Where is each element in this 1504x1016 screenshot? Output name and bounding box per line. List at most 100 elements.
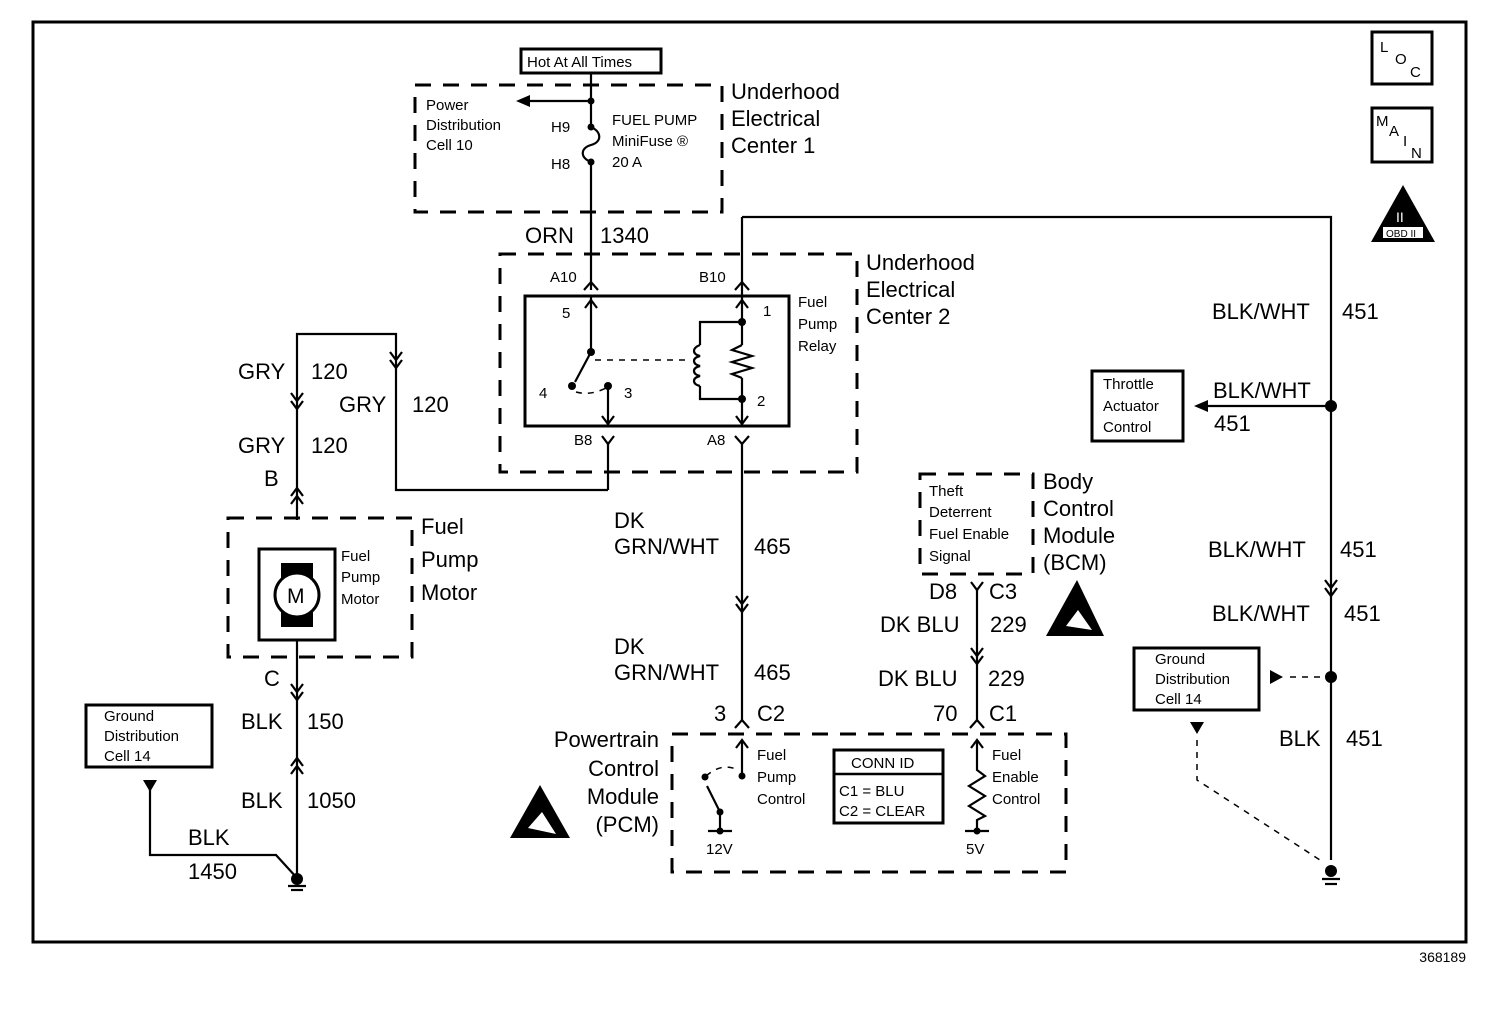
svg-text:Powertrain: Powertrain	[554, 727, 659, 752]
svg-text:Distribution: Distribution	[426, 117, 501, 134]
pin-b8: B8	[574, 432, 592, 449]
bcm-title: Body Control Module (BCM)	[1043, 469, 1115, 575]
svg-text:Control: Control	[1043, 496, 1114, 521]
power-distribution-label: Power Distribution Cell 10	[426, 97, 501, 154]
blk-wire-color: BLK	[241, 788, 283, 813]
fuel-pump-relay	[523, 294, 791, 428]
terminal-4: 4	[539, 385, 547, 402]
svg-text:Underhood: Underhood	[866, 250, 975, 275]
svg-text:Deterrent: Deterrent	[929, 504, 992, 521]
svg-text:Fuel: Fuel	[757, 747, 786, 764]
svg-text:Pump: Pump	[341, 569, 380, 586]
connector-c: C	[264, 666, 280, 691]
pin-a8: A8	[707, 432, 725, 449]
fuel-pump-relay-label: Fuel Pump Relay	[798, 294, 837, 355]
fuel-pump-control-switch	[701, 738, 749, 835]
svg-text:I: I	[1403, 133, 1407, 150]
uec2-box	[498, 252, 859, 474]
fuel-pump-fuse-label: FUEL PUMP MiniFuse ® 20 A	[612, 112, 697, 171]
main-icon[interactable]: M A I N	[1370, 106, 1434, 164]
terminal-3: 3	[624, 385, 632, 402]
fuel-pump-motor: M	[257, 547, 337, 642]
wire-circuit: 451	[1340, 537, 1377, 562]
gry-wire-color: GRY	[238, 433, 286, 458]
svg-text:C1 = BLU: C1 = BLU	[839, 783, 904, 800]
pcm-connector-c1: C1	[989, 701, 1017, 726]
terminal-2: 2	[757, 393, 765, 410]
svg-text:MiniFuse ®: MiniFuse ®	[612, 133, 688, 150]
pcm-connector-c2: C2	[757, 701, 785, 726]
wire-orn-color: ORN	[525, 223, 574, 248]
throttle-actuator-control[interactable]: Throttle Actuator Control	[1090, 369, 1185, 443]
blk-wht-inline-connector	[1324, 579, 1338, 598]
pcm-pin-70: 70	[933, 701, 957, 726]
svg-text:Theft: Theft	[929, 483, 964, 500]
dk-blu-wire	[969, 581, 985, 729]
svg-text:Relay: Relay	[798, 338, 837, 355]
wire-circuit: 451	[1342, 299, 1379, 324]
gry-wire-circuit: 120	[412, 392, 449, 417]
svg-text:(BCM): (BCM)	[1043, 550, 1107, 575]
fuel-enable-resistor	[965, 738, 989, 835]
svg-text:Cell 14: Cell 14	[1155, 691, 1202, 708]
pcm-pin-3: 3	[714, 701, 726, 726]
gry-wire-circuit: 120	[311, 433, 348, 458]
fuel-pump-motor-inner-label: Fuel Pump Motor	[341, 548, 380, 608]
blk-wire-circuit: 1050	[307, 788, 356, 813]
pin-b10: B10	[699, 269, 726, 286]
svg-text:Body: Body	[1043, 469, 1093, 494]
svg-text:Throttle: Throttle	[1103, 376, 1154, 393]
svg-text:Fuel: Fuel	[992, 747, 1021, 764]
wire-color: BLK/WHT	[1212, 299, 1310, 324]
svg-text:Fuel: Fuel	[341, 548, 370, 565]
gry-120-wire	[290, 332, 608, 520]
svg-text:Enable: Enable	[992, 769, 1039, 786]
gry-wire-color: GRY	[238, 359, 286, 384]
wire-circuit: 465	[754, 660, 791, 685]
svg-text:A: A	[1389, 123, 1399, 140]
wire-circuit: 465	[754, 534, 791, 559]
bcm-connector-c3: C3	[989, 579, 1017, 604]
svg-text:Pump: Pump	[421, 547, 478, 572]
esd-warning-icon	[510, 785, 570, 838]
blk-ground-wire	[143, 640, 306, 892]
conn-id-table: CONN ID C1 = BLU C2 = CLEAR	[832, 748, 945, 825]
wire-color: GRN/WHT	[614, 534, 719, 559]
uec1-box	[413, 83, 724, 214]
throttle-feed-wire	[1194, 400, 1337, 412]
pcm-title: Powertrain Control Module (PCM)	[554, 727, 659, 837]
ground-distribution-left[interactable]: Ground Distribution Cell 14	[84, 703, 214, 769]
wire-color: BLK/WHT	[1213, 378, 1311, 403]
svg-text:Control: Control	[588, 756, 659, 781]
wire-color: DK BLU	[880, 612, 959, 637]
svg-text:Pump: Pump	[757, 769, 796, 786]
svg-text:N: N	[1411, 145, 1422, 162]
wire-color: DK BLU	[878, 666, 957, 691]
relay-switch	[568, 280, 688, 490]
motor-symbol: M	[287, 585, 305, 608]
svg-text:20 A: 20 A	[612, 154, 642, 171]
wire-orn-circuit: 1340	[600, 223, 649, 248]
wire-color: BLK/WHT	[1212, 601, 1310, 626]
fuel-pump-motor-title: Fuel Pump Motor	[421, 514, 478, 605]
wire-color: BLK/WHT	[1208, 537, 1306, 562]
ground-distribution-right[interactable]: Ground Distribution Cell 14	[1132, 646, 1261, 712]
svg-text:Center 1: Center 1	[731, 133, 815, 158]
wire-circuit: 229	[990, 612, 1027, 637]
fuel-pump-control-label: Fuel Pump Control	[757, 747, 805, 808]
bcm-pin-d8: D8	[929, 579, 957, 604]
terminal-5: 5	[562, 305, 570, 322]
pcm-box	[670, 732, 1068, 874]
svg-text:(PCM): (PCM)	[595, 812, 659, 837]
loc-icon[interactable]: L O C	[1370, 30, 1434, 86]
svg-text:Motor: Motor	[421, 580, 477, 605]
svg-text:O: O	[1395, 51, 1407, 68]
wire-color: BLK	[1279, 726, 1321, 751]
fuse-symbol	[516, 73, 601, 290]
ground-splice	[1190, 670, 1340, 886]
svg-text:Signal: Signal	[929, 548, 971, 565]
blk-wire-circuit: 150	[307, 709, 344, 734]
pin-h8: H8	[551, 156, 570, 173]
uec1-title: Underhood Electrical Center 1	[731, 79, 840, 158]
